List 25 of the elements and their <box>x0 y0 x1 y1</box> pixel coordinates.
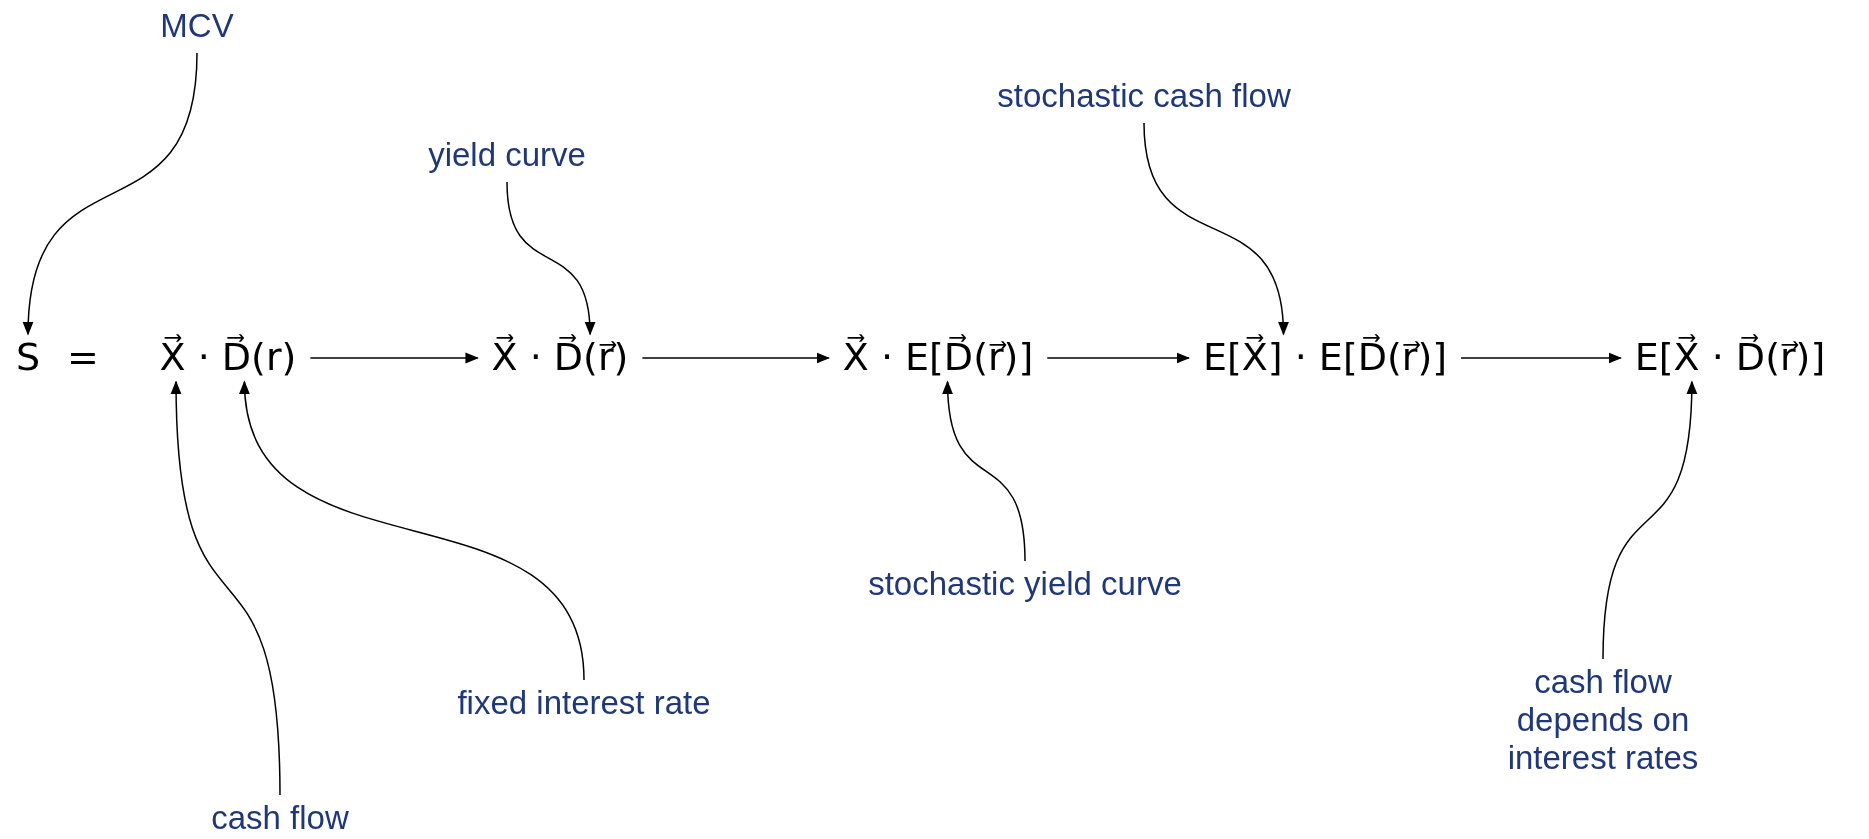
leader-line <box>506 181 595 336</box>
math-expression: S <box>15 336 41 380</box>
leader-line <box>1143 122 1288 336</box>
math-expression: E[X⃗ · D⃗(r⃗)] <box>1634 336 1826 380</box>
leader-line <box>171 380 281 796</box>
math-expression: X⃗ · E[D⃗(r⃗)] <box>842 336 1034 380</box>
leader-line <box>942 380 1026 562</box>
annotation-text: stochastic yield curve <box>868 565 1182 603</box>
annotation-text: fixed interest rate <box>457 684 711 722</box>
leader-line <box>240 380 585 681</box>
math-expression: E[X⃗] · E[D⃗(r⃗)] <box>1202 336 1448 380</box>
arrow <box>1046 352 1191 364</box>
annotation-text: yield curve <box>428 136 586 174</box>
annotation-text: stochastic cash flow <box>997 77 1291 115</box>
leader-line <box>23 52 198 336</box>
leader-line <box>1602 380 1697 660</box>
math-expression: X⃗ · D⃗(r) <box>159 336 297 380</box>
arrow <box>641 352 831 364</box>
math-expression: X⃗ · D⃗(r⃗) <box>491 336 629 380</box>
arrow <box>309 352 479 364</box>
annotation-text: MCV <box>160 7 234 45</box>
annotation-text: cash flow <box>211 799 349 837</box>
arrow <box>1460 352 1623 364</box>
equals-sign: = <box>67 336 99 380</box>
annotation-text: cash flow depends on interest rates <box>1503 663 1703 777</box>
